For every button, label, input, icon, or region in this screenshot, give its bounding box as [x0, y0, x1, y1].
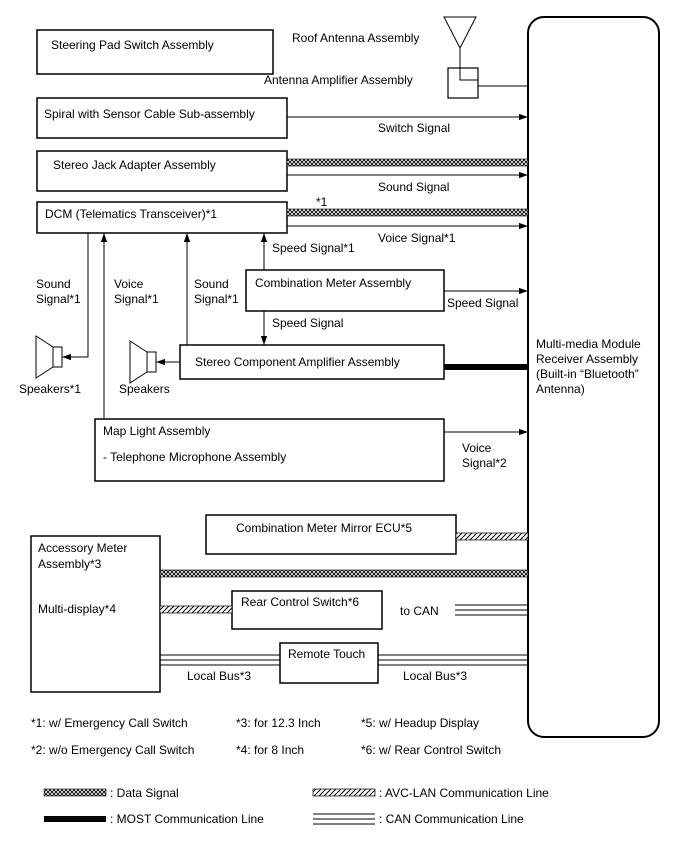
legend-can-label: : CAN Communication Line [379, 812, 524, 826]
switch-signal-label: Switch Signal [378, 121, 450, 135]
legend-most-swatch [44, 816, 106, 822]
steering-pad-switch-box: Steering Pad Switch Assembly [36, 29, 274, 75]
avc-lan-line-rear [159, 605, 233, 614]
receiver-label-1: Multi-media Module [536, 337, 641, 351]
speed-signal-down-label: Speed Signal [272, 316, 343, 330]
legend-avc-lan-label: : AVC-LAN Communication Line [379, 786, 549, 800]
steering-pad-switch-label: Steering Pad Switch Assembly [51, 38, 214, 52]
dcm-sound-label-1: Sound [36, 277, 71, 291]
spiral-cable-label: Spiral with Sensor Cable Sub-assembly [44, 107, 255, 121]
stereo-component-amplifier-label: Stereo Component Amplifier Assembly [195, 355, 400, 369]
data-signal-line-jack [286, 158, 529, 167]
speakers1-label: Speakers*1 [19, 382, 81, 396]
mirror-ecu-box: Combination Meter Mirror ECU*5 [205, 514, 457, 555]
footnote-6: *6: w/ Rear Control Switch [361, 743, 501, 757]
antenna-amplifier: Antenna Amplifier Assembly [264, 67, 528, 99]
local-bus-right-label: Local Bus*3 [403, 669, 467, 683]
legend-most-label: : MOST Communication Line [110, 812, 264, 826]
footnotes: *1: w/ Emergency Call Switch *2: w/o Eme… [31, 716, 501, 757]
speakers-label: Speakers [119, 382, 170, 396]
dcm-sound-label-2: Signal*1 [36, 292, 81, 306]
speaker1-icon: Speakers*1 [19, 335, 81, 396]
dcm-sound-signal-line [62, 233, 89, 361]
receiver-label-4: Antenna) [536, 382, 585, 396]
stereo-jack-adapter-box: Stereo Jack Adapter Assembly [36, 150, 288, 192]
microphone-voice-label-2: Signal*1 [114, 292, 159, 306]
combination-meter-box: Combination Meter Assembly [245, 269, 445, 312]
receiver-label-3: (Built-in “Bluetooth” [536, 367, 639, 381]
map-light-label: Map Light Assembly [103, 424, 210, 438]
voice-signal-label: Voice Signal*1 [378, 231, 456, 245]
accessory-meter-label: Accessory Meter [38, 541, 127, 555]
roof-antenna: Roof Antenna Assembly [292, 16, 477, 68]
avc-lan-line-mirror [455, 532, 529, 541]
legend: : Data Signal : MOST Communication Line … [43, 786, 549, 826]
remote-touch-box: Remote Touch [279, 642, 379, 684]
data-signal-line-accessory [159, 569, 529, 578]
legend-can-swatch [313, 813, 375, 825]
accessory-meter-label-2: Assembly*3 [38, 557, 102, 571]
combination-meter-label: Combination Meter Assembly [255, 276, 411, 290]
data-signal-line-dcm [286, 208, 529, 217]
dcm-box: DCM (Telematics Transceiver)*1 [36, 201, 288, 234]
legend-avc-lan-swatch [312, 788, 376, 797]
stereo-jack-adapter-label: Stereo Jack Adapter Assembly [53, 158, 216, 172]
speaker2-icon: Speakers [119, 340, 170, 396]
voice-signal2-label-1: Voice [462, 441, 492, 455]
dcm-label: DCM (Telematics Transceiver)*1 [45, 207, 217, 221]
stereo-component-amplifier-box: Stereo Component Amplifier Assembly [179, 344, 445, 380]
rear-control-switch-label: Rear Control Switch*6 [241, 595, 359, 609]
spiral-cable-box: Spiral with Sensor Cable Sub-assembly [36, 97, 288, 139]
map-light-box: Map Light Assembly - Telephone Microphon… [94, 418, 445, 482]
local-bus-right-line: Local Bus*3 [378, 654, 528, 683]
receiver-assembly-box: Multi-media Module Receiver Assembly (Bu… [527, 16, 660, 738]
data-signal-note: *1 [316, 195, 328, 209]
roof-antenna-label: Roof Antenna Assembly [292, 31, 419, 45]
footnote-5: *5: w/ Headup Display [361, 716, 479, 730]
sound-signal-label: Sound Signal [378, 180, 449, 194]
can-line-to-can: to CAN [400, 604, 528, 618]
to-can-label: to CAN [400, 604, 439, 618]
speed-signal-label: Speed Signal [447, 296, 518, 310]
footnote-4: *4: for 8 Inch [236, 743, 304, 757]
local-bus-left-label: Local Bus*3 [187, 669, 251, 683]
amp-sound-label-2: Signal*1 [194, 292, 239, 306]
speed-signal-up-label: Speed Signal*1 [272, 241, 355, 255]
footnote-1: *1: w/ Emergency Call Switch [31, 716, 188, 730]
rear-control-switch-box: Rear Control Switch*6 [231, 590, 383, 630]
antenna-amplifier-label: Antenna Amplifier Assembly [264, 73, 413, 87]
remote-touch-label: Remote Touch [288, 647, 365, 661]
receiver-label-2: Receiver Assembly [536, 352, 638, 366]
legend-data-signal-swatch [43, 788, 107, 797]
mirror-ecu-label: Combination Meter Mirror ECU*5 [236, 521, 412, 535]
footnote-3: *3: for 12.3 Inch [236, 716, 321, 730]
microphone-voice-label-1: Voice [114, 277, 144, 291]
amp-sound-label-1: Sound [194, 277, 229, 291]
footnote-2: *2: w/o Emergency Call Switch [31, 743, 194, 757]
multi-display-label: Multi-display*4 [38, 602, 116, 616]
voice-signal2-label-2: Signal*2 [462, 456, 507, 470]
accessory-meter-box: Accessory Meter Assembly*3 Multi-display… [30, 535, 161, 693]
telephone-microphone-label: - Telephone Microphone Assembly [103, 450, 286, 464]
legend-data-signal-label: : Data Signal [110, 786, 179, 800]
local-bus-left-line: Local Bus*3 [160, 654, 280, 683]
